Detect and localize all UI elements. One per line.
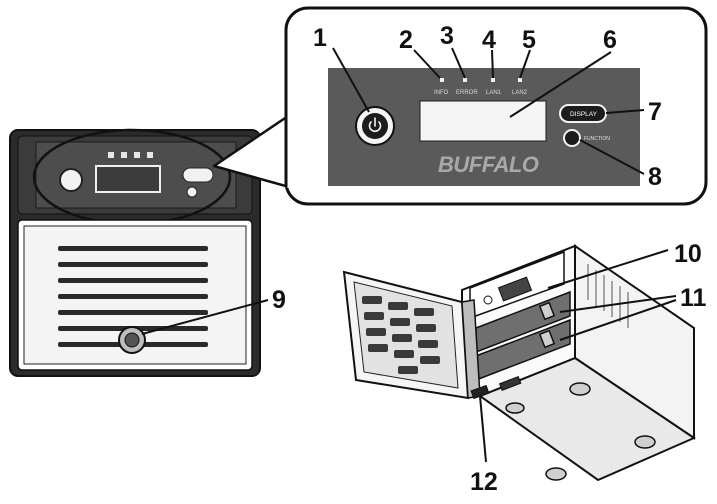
nas-front-view: 9: [9, 128, 286, 377]
door-grille: [362, 296, 440, 374]
usb-port: [470, 384, 490, 400]
front-function-button: [186, 186, 198, 198]
front-leds: [108, 152, 153, 158]
led-label-error: ERROR: [456, 90, 478, 96]
nas-open-iso-view: 10 11 12: [342, 240, 707, 496]
callout-3: 3: [440, 22, 454, 50]
feet: [505, 382, 656, 481]
led-label-info: INFO: [434, 90, 449, 96]
callout-9: 9: [272, 286, 286, 314]
front-power-button: [59, 168, 83, 192]
side-vents: [587, 264, 629, 328]
function-button-label: FUNCTION: [584, 136, 610, 142]
display-button-label: DISPLAY: [570, 111, 598, 118]
callout-8: 8: [648, 163, 662, 191]
callout-12: 12: [470, 468, 498, 496]
power-icon: [368, 117, 382, 133]
zoomed-display-button: [559, 104, 607, 123]
zoomed-leds: [440, 78, 522, 82]
zoomed-panel-callout: INFO ERROR LAN1 LAN2 DISPLAY FUNCTION BU…: [212, 6, 708, 206]
drive-bays: [475, 290, 571, 382]
led-label-lan1: LAN1: [486, 90, 502, 96]
callout-10: 10: [674, 240, 702, 268]
zoomed-function-button: [563, 129, 581, 147]
callout-11: 11: [680, 284, 707, 312]
front-display-button: [182, 167, 214, 183]
callout-5: 5: [522, 26, 536, 54]
brand-logo: BUFFALO: [438, 152, 539, 177]
callout-2: 2: [399, 26, 413, 54]
callout-7: 7: [648, 98, 662, 126]
callout-6: 6: [603, 26, 617, 54]
callout-4: 4: [482, 26, 496, 54]
front-lcd-display: [95, 165, 161, 193]
callout-1: 1: [313, 24, 327, 52]
front-door-vents: [58, 246, 208, 347]
led-label-lan2: LAN2: [512, 90, 528, 96]
